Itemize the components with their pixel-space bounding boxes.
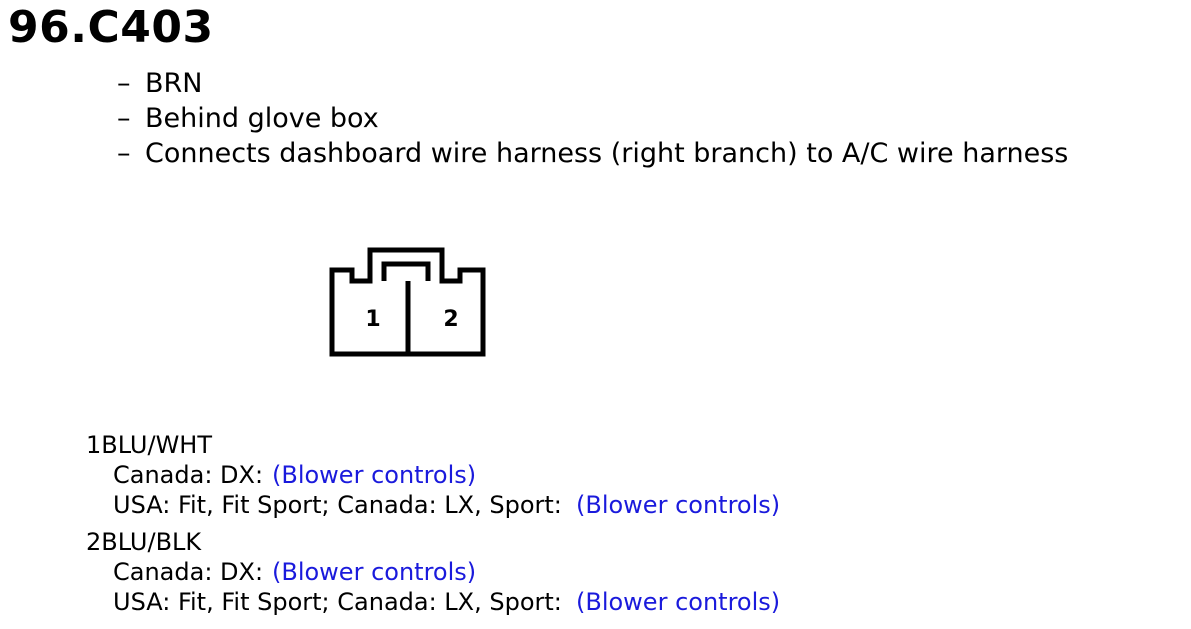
bullet-item-location: –Behind glove box xyxy=(117,101,1068,136)
bullet-text: BRN xyxy=(145,68,203,99)
wire-color: BLU/BLK xyxy=(101,528,202,556)
pin-1-header: 1BLU/WHT xyxy=(86,430,1086,460)
bullet-dash: – xyxy=(117,103,131,134)
bullet-text: Behind glove box xyxy=(145,103,379,134)
model-applicability: USA: Fit, Fit Sport; Canada: LX, Sport: xyxy=(113,491,562,519)
connector-face-diagram: 1 2 xyxy=(329,247,486,357)
blower-controls-link[interactable]: (Blower controls) xyxy=(272,558,477,586)
pin-number: 2 xyxy=(86,528,102,556)
pin-number: 1 xyxy=(86,431,102,459)
pin-label-1: 1 xyxy=(365,307,380,332)
model-applicability: USA: Fit, Fit Sport; Canada: LX, Sport: xyxy=(113,588,562,616)
pin-assignments: 1BLU/WHT Canada: DX: (Blower controls) U… xyxy=(86,430,1086,617)
pin-2-entry: USA: Fit, Fit Sport; Canada: LX, Sport: … xyxy=(86,587,1086,617)
connector-details-list: –BRN –Behind glove box –Connects dashboa… xyxy=(117,66,1068,171)
blower-controls-link[interactable]: (Blower controls) xyxy=(576,588,781,616)
bullet-dash: – xyxy=(117,138,131,169)
pin-label-2: 2 xyxy=(443,307,458,332)
wire-color: BLU/WHT xyxy=(101,431,213,459)
model-applicability: Canada: DX: xyxy=(113,558,264,586)
connector-latch xyxy=(381,261,431,281)
pin-1-entry: Canada: DX: (Blower controls) xyxy=(86,460,1086,490)
connector-outline xyxy=(329,247,486,357)
bullet-item-connection: –Connects dashboard wire harness (right … xyxy=(117,136,1068,171)
bullet-item-color: –BRN xyxy=(117,66,1068,101)
model-applicability: Canada: DX: xyxy=(113,461,264,489)
pin-2-entry: Canada: DX: (Blower controls) xyxy=(86,557,1086,587)
blower-controls-link[interactable]: (Blower controls) xyxy=(576,491,781,519)
bullet-text: Connects dashboard wire harness (right b… xyxy=(145,138,1069,169)
blower-controls-link[interactable]: (Blower controls) xyxy=(272,461,477,489)
bullet-dash: – xyxy=(117,68,131,99)
pin-2-header: 2BLU/BLK xyxy=(86,527,1086,557)
page-title: 96.C403 xyxy=(8,2,214,53)
pin-1-entry: USA: Fit, Fit Sport; Canada: LX, Sport: … xyxy=(86,490,1086,520)
